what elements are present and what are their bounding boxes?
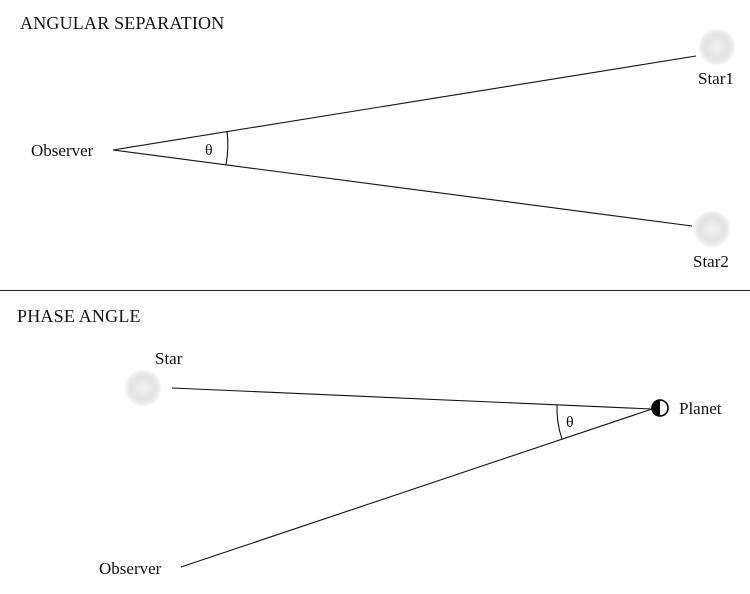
- star-icon: [125, 370, 161, 406]
- star1-icon: [699, 29, 735, 65]
- angle-theta-label: θ: [205, 142, 213, 159]
- planet-label: Planet: [679, 399, 722, 418]
- star1-label: Star1: [698, 69, 734, 88]
- angle-arc: [225, 130, 229, 166]
- observer-label: Observer: [99, 559, 162, 578]
- phase-angle-arc: [556, 404, 563, 440]
- star2-label: Star2: [693, 252, 729, 271]
- ray-observer-to-star2: [112, 149, 693, 227]
- phase-angle-panel: PHASE ANGLE Star θ Planet Observer: [17, 306, 722, 578]
- star2-icon: [694, 211, 730, 247]
- phase-angle-theta-label: θ: [566, 414, 574, 431]
- star-label: Star: [155, 349, 183, 368]
- ray-observer-to-star1: [112, 55, 697, 151]
- ray-star-to-planet: [171, 387, 653, 410]
- angular-separation-panel: ANGULAR SEPARATION θ Observer Star1 Star…: [20, 13, 735, 271]
- observer-label: Observer: [31, 141, 94, 160]
- planet-icon: [651, 399, 669, 417]
- phase-angle-heading: PHASE ANGLE: [17, 306, 141, 326]
- ray-observer-to-planet: [180, 408, 653, 568]
- angular-separation-heading: ANGULAR SEPARATION: [20, 13, 224, 33]
